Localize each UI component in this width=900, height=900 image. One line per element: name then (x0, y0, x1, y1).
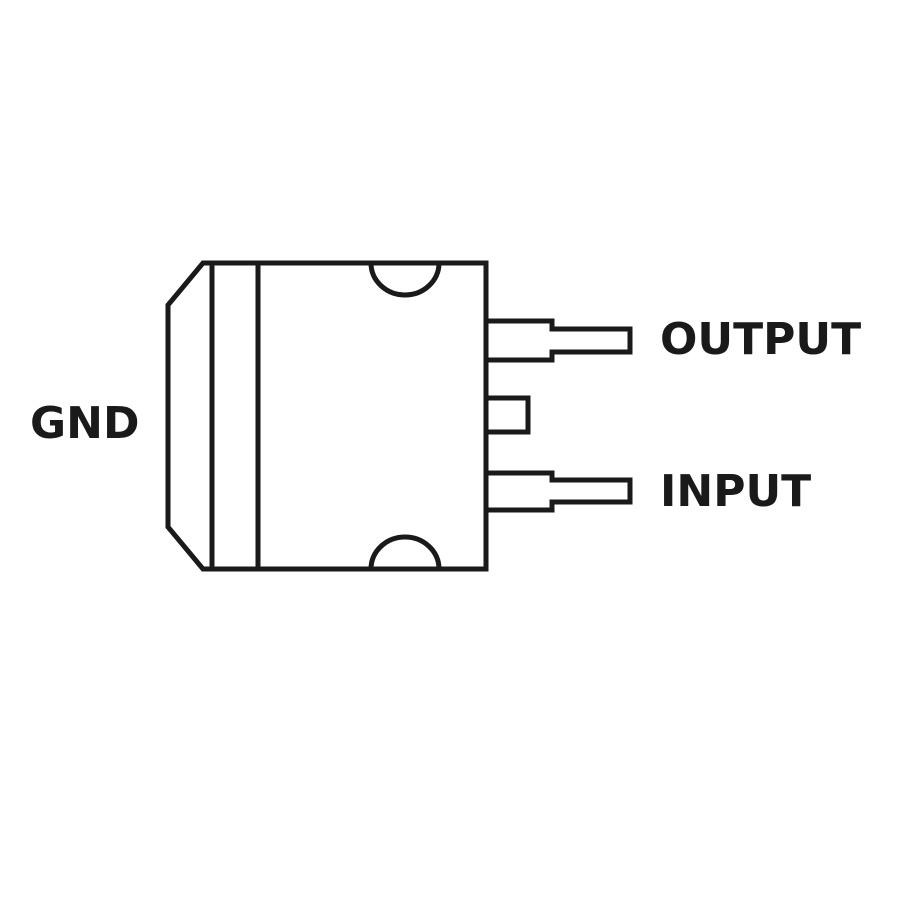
top-mounting-notch (368, 262, 442, 298)
output-label: OUTPUT (660, 314, 862, 365)
output-lead (486, 318, 633, 363)
bottom-mounting-notch (368, 534, 442, 570)
input-lead (486, 470, 633, 513)
middle-stub-lead (486, 395, 531, 435)
input-label: INPUT (660, 466, 812, 517)
gnd-label: GND (30, 398, 140, 449)
package-body (165, 260, 489, 572)
